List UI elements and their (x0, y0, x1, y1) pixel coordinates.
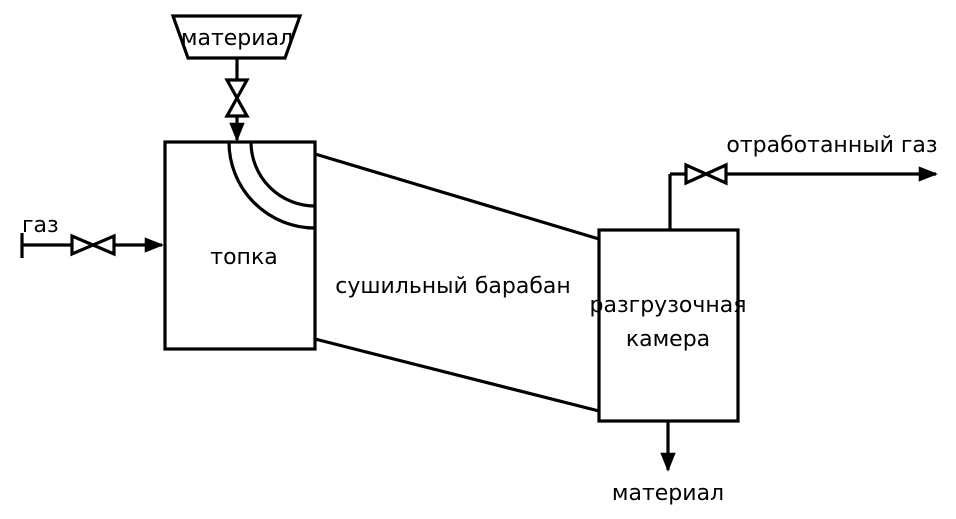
gas-in-label: газ (22, 213, 59, 238)
furnace-box: топка (163, 140, 317, 351)
furnace-label: топка (210, 245, 277, 270)
material-out-label: материал (612, 481, 724, 506)
material-outlet-line: материал (612, 421, 724, 506)
material-hopper: материал (170, 14, 303, 60)
exhaust-gas-line: отработанный газ (668, 133, 938, 230)
exhaust-label: отработанный газ (726, 133, 937, 158)
valve-icon (224, 78, 250, 102)
chamber-label-line1: разгрузочная (590, 293, 747, 318)
gas-inlet-line: газ (20, 213, 164, 258)
chamber-label-line2: камера (626, 327, 710, 352)
drying-drum: сушильный барабан (314, 152, 600, 413)
material-feed-line (224, 58, 250, 142)
unloading-chamber-box: разгрузочная камера (590, 228, 747, 423)
drum-label: сушильный барабан (335, 274, 571, 299)
valve-icon (70, 233, 98, 257)
valve-icon (684, 162, 710, 186)
hopper-label: материал (181, 26, 293, 51)
